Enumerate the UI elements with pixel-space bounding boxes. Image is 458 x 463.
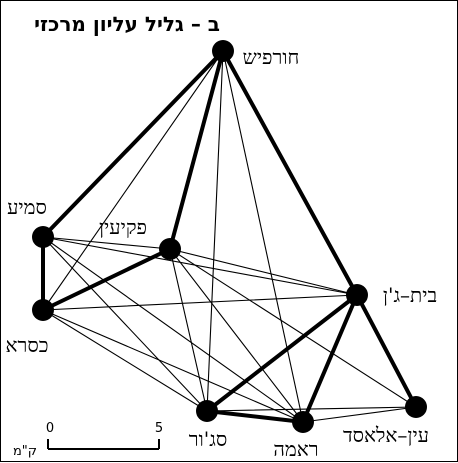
scale-end-label: 5 [155, 421, 163, 436]
settlement-label-kisra: כסרא [6, 333, 49, 357]
settlement-label-hurfeish: חורפיש [243, 45, 300, 69]
settlement-label-sajur: סג'ור [189, 427, 227, 451]
settlement-node-sumei [32, 226, 54, 248]
strong-connection-beit-jann-rama [301, 293, 359, 424]
settlement-label-rama: ראמה [273, 437, 318, 461]
settlement-node-beit-jann [346, 284, 368, 306]
weak-connection-rama-ein-alasad [302, 406, 417, 423]
weak-connection-kisra-rama [42, 309, 304, 423]
weak-connection-kisra-sajur [42, 309, 208, 412]
weak-connections-layer [42, 50, 417, 423]
weak-connection-pekiin-rama [169, 248, 304, 423]
settlement-node-ein-alasad [405, 396, 427, 418]
weak-connection-hurfeish-sajur [206, 50, 224, 412]
weak-connection-pekiin-sajur [169, 248, 208, 412]
strong-connection-hurfeish-beit-jann [221, 49, 359, 297]
scale-start-label: 0 [46, 421, 54, 436]
settlement-label-pekiin: פקיעין [99, 215, 147, 239]
weak-connection-sumei-sajur [42, 236, 208, 412]
settlement-node-rama [292, 411, 314, 433]
settlement-node-kisra [32, 299, 54, 321]
scale-unit-label: ק"מ [13, 444, 37, 459]
strong-connection-beit-jann-ein-alasad [355, 293, 418, 409]
scale-bar: 0 5 ק"מ [13, 421, 163, 459]
strong-connection-beit-jann-sajur [205, 293, 359, 413]
weak-connection-kisra-beit-jann [42, 294, 358, 311]
weak-connection-sumei-beit-jann [42, 236, 358, 296]
settlement-label-beit-jann: בית–ג'ן [383, 283, 437, 307]
map-title: ב – גליל עליון מרכזי [34, 12, 220, 36]
strong-connection-hurfeish-pekiin [168, 49, 225, 251]
settlement-label-ein-alasad: עין–אלאסד [343, 423, 429, 447]
strong-connection-pekiin-kisra [41, 247, 172, 312]
settlement-node-pekiin [159, 238, 181, 260]
weak-connection-hurfeish-kisra [42, 50, 224, 311]
weak-connection-sumei-rama [42, 236, 304, 423]
weak-connection-sumei-pekiin [42, 236, 171, 250]
weak-connection-hurfeish-rama [222, 50, 304, 423]
settlement-node-sajur [196, 400, 218, 422]
settlement-node-hurfeish [212, 40, 234, 62]
settlement-label-sumei: סמיע [7, 195, 47, 219]
strong-connection-sajur-rama [205, 409, 305, 424]
settlement-labels-layer: חורפיש סמיע פקיעין כסרא בית–ג'ן סג'ור ראמה עין–… [6, 45, 438, 461]
strong-connections-layer [41, 49, 418, 424]
weak-connection-pekiin-ein-alasad [169, 248, 417, 408]
weak-connection-sajur-ein-alasad [206, 406, 417, 412]
weak-connection-pekiin-beit-jann [169, 248, 358, 296]
strong-connection-hurfeish-sumei [41, 49, 225, 239]
settlement-nodes-layer [32, 40, 427, 433]
